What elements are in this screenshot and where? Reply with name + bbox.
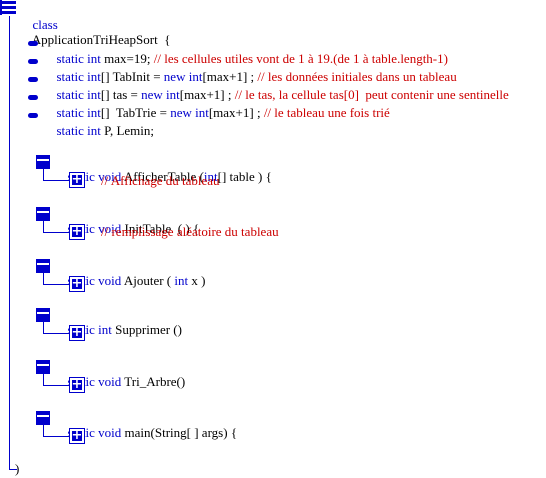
expand-icon[interactable] <box>69 171 85 189</box>
field-row: static int max=19; // les cellules utile… <box>56 51 448 66</box>
method-collapse-icon[interactable] <box>36 259 50 273</box>
class-keyword: class <box>32 17 58 32</box>
class-name: ApplicationTriHeapSort { <box>31 32 171 47</box>
field-bullet-icon <box>28 77 38 82</box>
expand-icon[interactable] <box>69 275 85 293</box>
field-bullet-icon <box>28 113 38 118</box>
method-tree-branch <box>43 232 69 233</box>
field-row: static int P, Lemin; <box>56 123 155 138</box>
field-bullet-icon <box>28 95 38 100</box>
method-comment: // remplissage aléatoire du tableau <box>101 224 279 239</box>
method-tree-branch <box>43 333 69 334</box>
method-collapse-icon[interactable] <box>36 155 50 169</box>
tree-line-end <box>9 469 17 470</box>
method-collapse-icon[interactable] <box>36 360 50 374</box>
method-tree-line <box>43 273 44 284</box>
method-signature: static void main(String[ ] args) { <box>67 425 238 440</box>
class-declaration: class ApplicationTriHeapSort { <box>26 2 171 47</box>
expand-icon[interactable] <box>69 223 85 241</box>
expand-icon[interactable] <box>69 376 85 394</box>
method-collapse-icon[interactable] <box>36 207 50 221</box>
field-bullet-icon <box>28 59 38 64</box>
field-row: static int[] TabTrie = new int[max+1] ; … <box>56 105 390 120</box>
method-tree-branch <box>43 180 69 181</box>
method-tree-line <box>43 169 44 180</box>
field-row: static int[] tas = new int[max+1] ; // l… <box>56 87 509 102</box>
method-tree-line <box>43 322 44 333</box>
method-tree-branch <box>43 385 69 386</box>
tree-line-main <box>9 16 10 470</box>
closing-brace: ) <box>15 461 20 476</box>
method-collapse-icon[interactable] <box>36 411 50 425</box>
method-collapse-icon[interactable] <box>36 308 50 322</box>
class-collapse-icon[interactable] <box>0 0 20 16</box>
field-bullet-icon <box>28 41 38 46</box>
expand-icon[interactable] <box>69 324 85 342</box>
method-tree-line <box>43 221 44 232</box>
expand-icon[interactable] <box>69 427 85 445</box>
field-row: static int[] TabInit = new int[max+1] ; … <box>56 69 457 84</box>
method-tree-line <box>43 425 44 436</box>
method-tree-branch <box>43 436 69 437</box>
method-comment: // Affichage du tableau <box>101 173 220 188</box>
method-signature: static void Ajouter ( int x ) <box>67 273 206 288</box>
method-signature: static void AfficherTable (int[] table )… <box>67 169 272 184</box>
method-tree-line <box>43 374 44 385</box>
method-tree-branch <box>43 284 69 285</box>
